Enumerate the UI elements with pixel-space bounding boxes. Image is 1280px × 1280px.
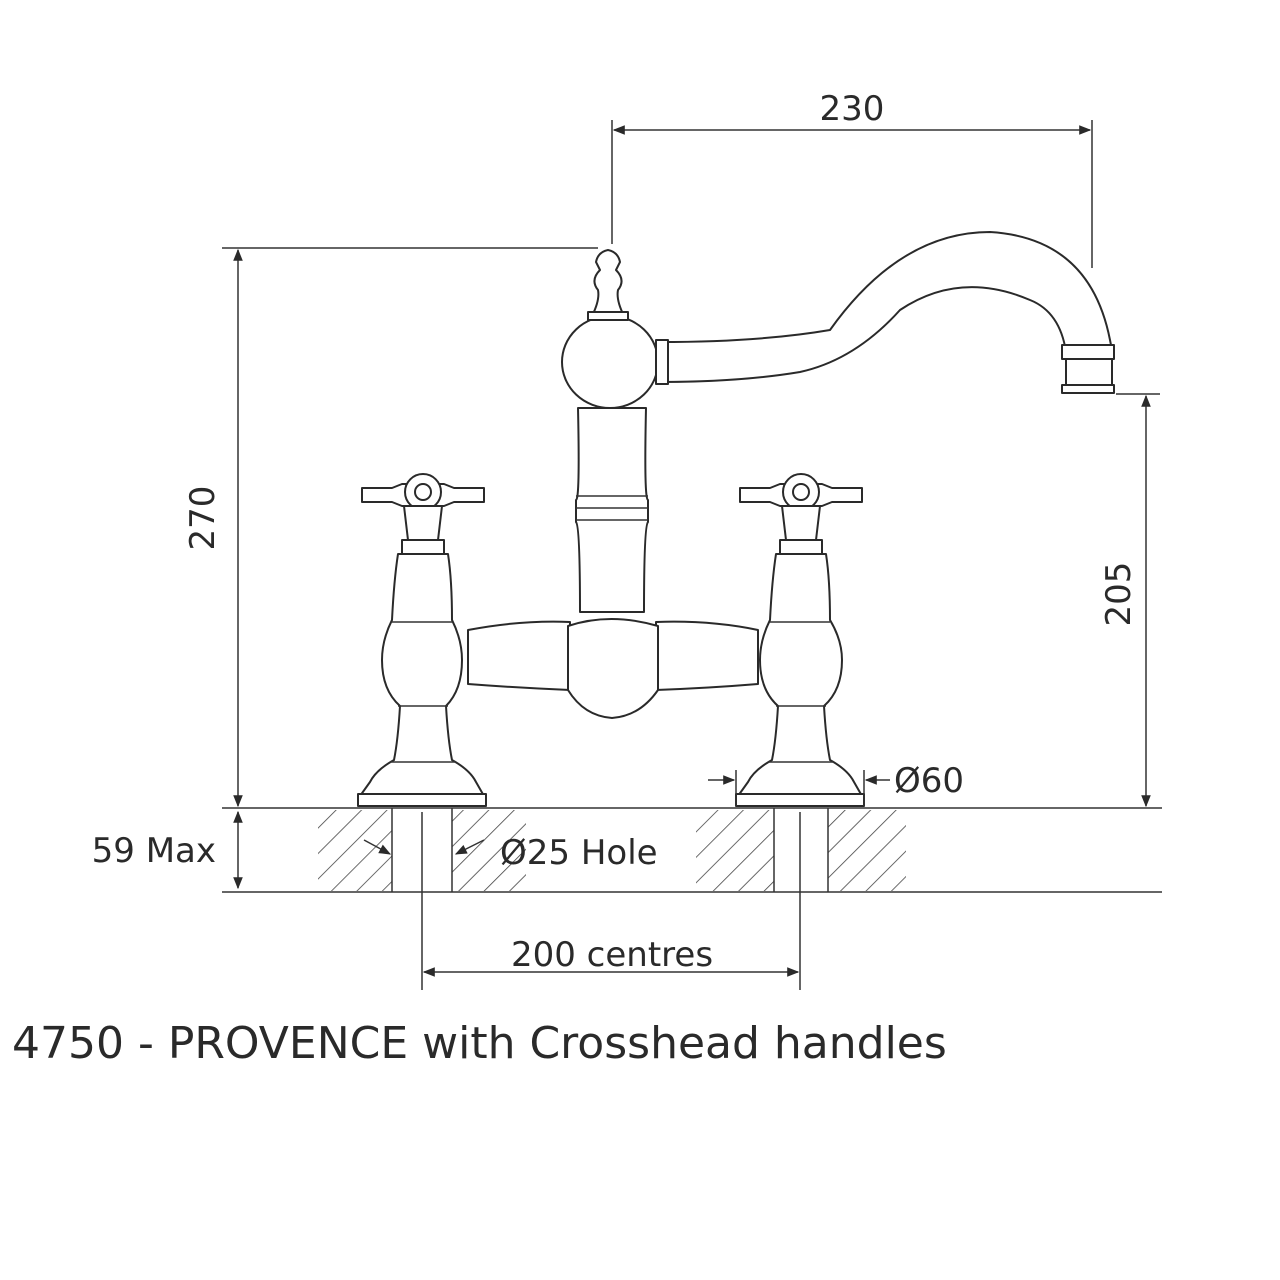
deck-thickness-label: 59 Max — [92, 831, 216, 871]
right-crosshead-handle — [739, 473, 863, 555]
dim-centres: 200 centres — [422, 935, 800, 977]
spout-height-label: 205 — [1099, 562, 1139, 627]
spout-reach-label: 230 — [820, 89, 885, 129]
product-caption: 4750 - PROVENCE with Crosshead handles — [12, 1018, 947, 1069]
centres-label: 200 centres — [511, 935, 713, 975]
left-pillar — [357, 553, 487, 807]
right-pillar — [735, 553, 865, 807]
dim-base-diameter: Ø60 — [708, 761, 964, 806]
hole-diameter-label: Ø25 Hole — [500, 833, 658, 873]
dim-overall-height: 270 — [183, 247, 598, 808]
overall-height-label: 270 — [183, 486, 223, 551]
deck-section — [222, 807, 1162, 893]
tail-pipes — [421, 812, 801, 990]
base-diameter-label: Ø60 — [894, 761, 964, 801]
tap-body — [467, 231, 1115, 719]
dim-spout-height: 205 — [1099, 393, 1160, 808]
dim-deck-thickness: 59 Max — [92, 810, 243, 890]
dim-hole-diameter: Ø25 Hole — [363, 833, 658, 873]
left-crosshead-handle — [361, 473, 485, 555]
dim-spout-reach: 230 — [611, 89, 1093, 268]
